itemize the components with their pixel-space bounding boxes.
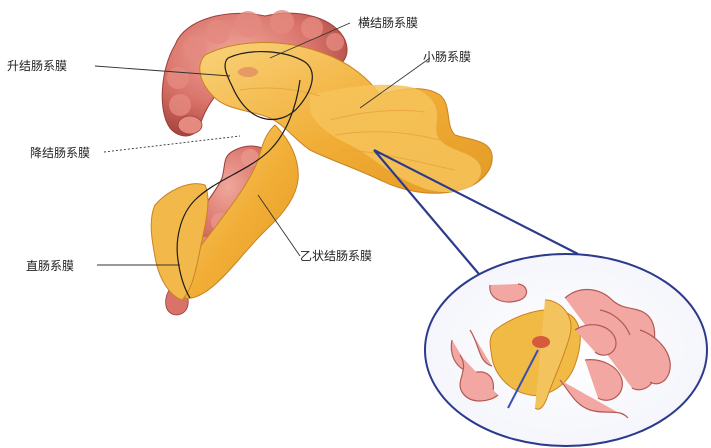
label-small-intestine-mesentery: 小肠系膜 [423, 50, 471, 64]
zoom-inset [425, 254, 707, 446]
label-descending-mesocolon: 降结肠系膜 [30, 146, 90, 160]
label-mesorectum: 直肠系膜 [26, 259, 74, 273]
label-transverse-mesocolon: 横结肠系膜 [358, 16, 418, 30]
label-sigmoid-mesocolon: 乙状结肠系膜 [300, 249, 372, 263]
label-ascending-mesocolon: 升结肠系膜 [7, 59, 67, 73]
vessel-spot [238, 67, 258, 77]
